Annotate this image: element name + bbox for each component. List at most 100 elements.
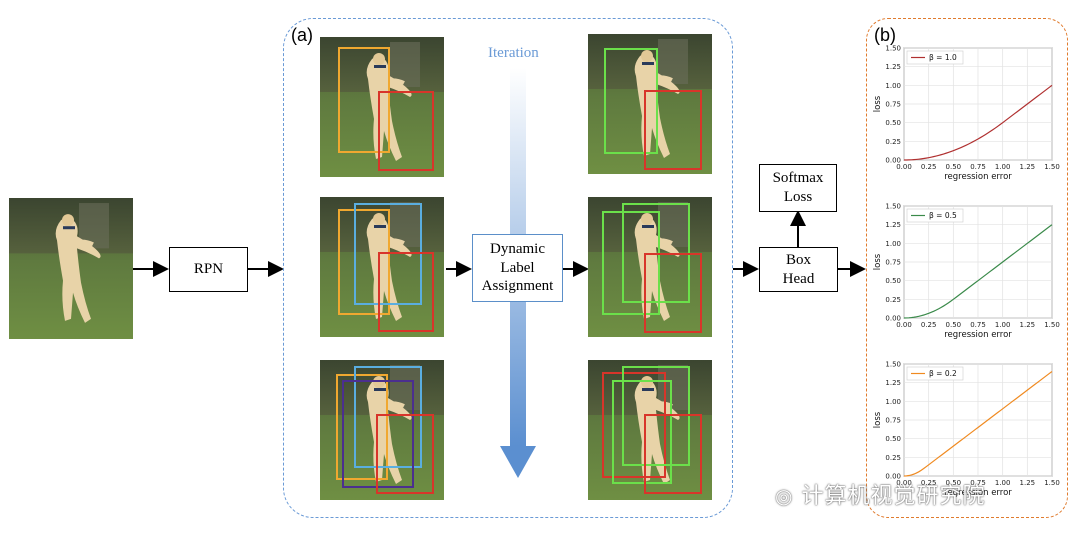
box-head-block: Box Head xyxy=(759,247,838,292)
watermark: ◎ 计算机视觉研究院 xyxy=(775,478,985,510)
y-tick-label: 1.50 xyxy=(885,45,901,53)
y-tick-label: 0.25 xyxy=(885,138,901,146)
dynamic-label-assignment-block: Dynamic Label Assignment xyxy=(472,234,563,302)
x-tick-label: 1.50 xyxy=(1044,321,1060,329)
softmax-line1: Softmax xyxy=(772,170,824,187)
legend-label: β = 0.2 xyxy=(929,369,957,378)
x-tick-label: 0.25 xyxy=(921,321,937,329)
bbox-orange xyxy=(336,374,388,480)
y-axis-label: loss xyxy=(873,253,883,270)
bbox-red xyxy=(376,414,434,494)
panel-b xyxy=(866,18,1068,518)
series-line xyxy=(903,370,1053,477)
proposal-image-1 xyxy=(320,37,444,177)
y-tick-label: 0.00 xyxy=(885,473,901,481)
x-tick-label: 0.75 xyxy=(970,163,986,171)
y-tick-label: 0.50 xyxy=(885,277,901,285)
x-tick-label: 0.50 xyxy=(946,321,962,329)
x-tick-label: 0.50 xyxy=(946,479,962,487)
bbox-red xyxy=(602,372,666,478)
x-tick-label: 1.50 xyxy=(1044,163,1060,171)
x-tick-label: 0.25 xyxy=(921,163,937,171)
y-axis-label: loss xyxy=(873,95,883,112)
x-tick-label: 0.25 xyxy=(921,479,937,487)
y-tick-label: 0.75 xyxy=(885,259,901,267)
y-tick-label: 0.75 xyxy=(885,101,901,109)
rpn-label: RPN xyxy=(193,261,224,278)
x-tick-label: 1.50 xyxy=(1044,479,1060,487)
x-axis-label: regression error xyxy=(944,330,1012,340)
panel-a xyxy=(283,18,733,518)
legend-label: β = 1.0 xyxy=(929,53,957,62)
boxhead-line1: Box xyxy=(785,251,811,268)
softmax-loss-block: Softmax Loss xyxy=(759,164,837,212)
y-tick-label: 1.25 xyxy=(885,63,901,71)
x-tick-label: 1.25 xyxy=(1020,163,1036,171)
x-axis-label: regression error xyxy=(944,488,1012,498)
proposal-image-2 xyxy=(320,197,444,337)
panel-a-label: (a) xyxy=(291,25,313,45)
bbox-purple xyxy=(342,380,414,488)
y-tick-label: 1.25 xyxy=(885,221,901,229)
x-tick-label: 1.00 xyxy=(995,163,1011,171)
boxhead-line2: Head xyxy=(782,270,815,287)
dla-line2: Label xyxy=(500,259,535,276)
x-tick-label: 1.00 xyxy=(995,479,1011,487)
y-tick-label: 1.50 xyxy=(885,361,901,369)
softmax-line2: Loss xyxy=(783,189,813,205)
y-tick-label: 0.00 xyxy=(885,157,901,165)
bbox-orange xyxy=(338,47,390,153)
x-tick-label: 0.50 xyxy=(946,163,962,171)
x-tick-label: 0.75 xyxy=(970,479,986,487)
y-tick-label: 1.00 xyxy=(885,82,901,90)
assigned-image-3 xyxy=(588,360,712,500)
y-tick-label: 1.50 xyxy=(885,203,901,211)
legend-label: β = 0.5 xyxy=(929,211,957,220)
series-line xyxy=(903,224,1053,319)
bbox-orange xyxy=(338,209,390,315)
proposal-image-3 xyxy=(320,360,444,500)
y-tick-label: 0.50 xyxy=(885,119,901,127)
input-image xyxy=(9,198,133,339)
y-tick-label: 0.25 xyxy=(885,454,901,462)
dla-line3: Assignment xyxy=(481,278,554,295)
bbox-red xyxy=(378,91,434,171)
rpn-block: RPN xyxy=(169,247,248,292)
bbox-green xyxy=(612,380,672,484)
bbox-green xyxy=(604,48,658,154)
watermark-text: 计算机视觉研究院 xyxy=(801,484,986,509)
legend-box xyxy=(906,366,964,381)
bbox-red xyxy=(378,252,434,332)
bbox-red xyxy=(644,253,702,333)
y-tick-label: 1.00 xyxy=(885,398,901,406)
loss-chart-1: 0.00 0.25 0.50 0.75 1.00 1.25 1.50 0.00 0.25 0.50… xyxy=(870,42,1062,187)
legend-box xyxy=(906,50,964,65)
bbox-red xyxy=(644,90,702,170)
x-axis-label: regression error xyxy=(944,172,1012,182)
x-tick-label: 0.00 xyxy=(896,479,912,487)
y-axis-label: loss xyxy=(873,411,883,428)
bbox-red xyxy=(644,414,702,494)
y-tick-label: 0.75 xyxy=(885,417,901,425)
y-tick-label: 0.00 xyxy=(885,315,901,323)
dla-line1: Dynamic xyxy=(490,240,545,257)
bbox-green xyxy=(622,366,690,466)
y-tick-label: 0.25 xyxy=(885,296,901,304)
series-line xyxy=(903,84,1053,161)
legend-box xyxy=(906,208,964,223)
y-tick-label: 1.00 xyxy=(885,240,901,248)
panel-b-label: (b) xyxy=(874,25,896,45)
x-tick-label: 1.25 xyxy=(1020,321,1036,329)
bbox-green xyxy=(602,211,660,315)
x-tick-label: 1.25 xyxy=(1020,479,1036,487)
iteration-label: Iteration xyxy=(488,45,539,61)
bbox-blue xyxy=(354,366,422,468)
x-tick-label: 0.00 xyxy=(896,163,912,171)
chart-svg-1: 0.00 0.25 0.50 0.75 1.00 1.25 1.50 0.00 0.25 0.50… xyxy=(873,45,1060,183)
bbox-blue xyxy=(354,203,422,305)
